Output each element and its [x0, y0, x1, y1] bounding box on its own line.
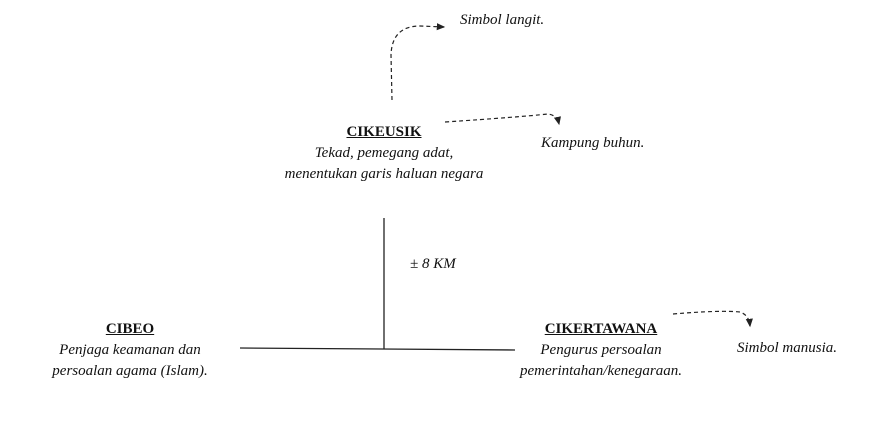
- node-desc: menentukan garis haluan negara: [284, 166, 484, 182]
- node-cikertawana: CIKERTAWANA Pengurus persoalan pemerinta…: [520, 319, 682, 382]
- kampung-buhun-label: Kampung buhun.: [541, 135, 645, 151]
- horizontal-connector: [239, 347, 516, 351]
- node-title: CIBEO: [105, 321, 155, 337]
- node-desc: pemerintahan/kenegaraan.: [519, 363, 683, 379]
- node-desc: Penjaga keamanan dan: [59, 342, 201, 358]
- node-desc: Tekad, pemegang adat,: [314, 145, 454, 161]
- arrow-to-langit: [390, 23, 446, 101]
- node-cibeo: CIBEO Penjaga keamanan dan persoalan aga…: [52, 319, 207, 382]
- node-desc: Pengurus persoalan: [540, 342, 662, 358]
- simbol-manusia-label: Simbol manusia.: [737, 340, 838, 356]
- node-title: CIKERTAWANA: [544, 321, 658, 337]
- simbol-langit-label: Simbol langit.: [460, 12, 545, 28]
- distance-label: ± 8 KM: [410, 256, 456, 272]
- node-title: CIKEUSIK: [346, 124, 422, 140]
- arrow-to-buhun: [444, 113, 561, 126]
- arrow-to-manusia: [672, 310, 753, 328]
- node-desc: persoalan agama (Islam).: [52, 363, 208, 379]
- node-cikeusik: CIKEUSIK Tekad, pemegang adat, menentuka…: [285, 122, 484, 185]
